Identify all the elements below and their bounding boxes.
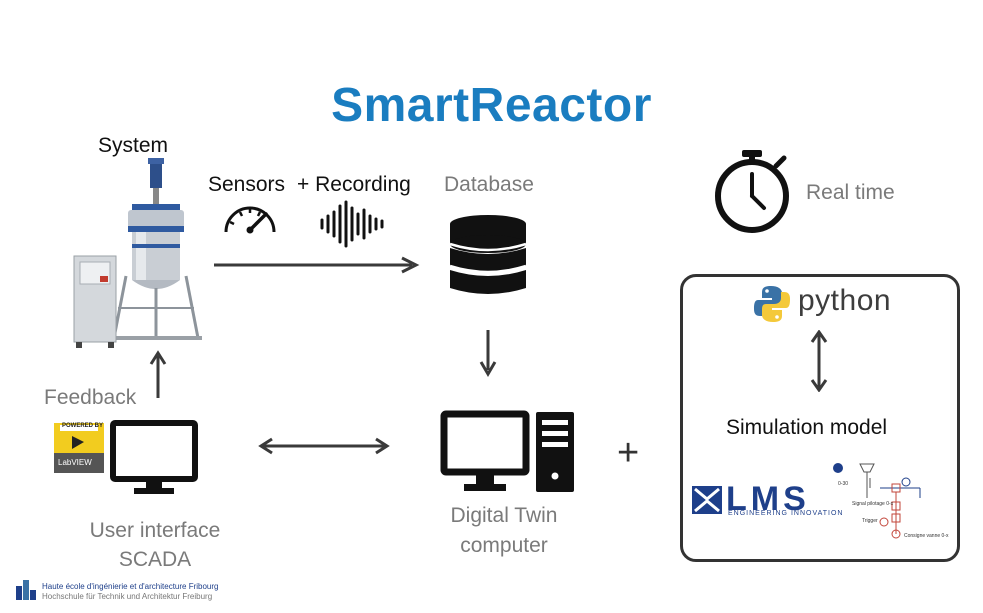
scada-label: SCADA xyxy=(118,548,192,571)
arrow-system-to-database xyxy=(214,256,420,274)
feedback-label: Feedback xyxy=(44,386,137,409)
speedometer-icon xyxy=(224,206,276,234)
school-name-de: Hochschule für Technik und Architektur F… xyxy=(42,592,213,601)
real-time-label: Real time xyxy=(806,181,895,204)
desktop-computer-icon xyxy=(440,410,574,492)
lms-logo-icon xyxy=(692,486,722,514)
stopwatch-icon xyxy=(715,150,789,233)
system-label: System xyxy=(98,134,169,157)
schematic-label-c: Trigger xyxy=(862,518,878,524)
recording-label: + Recording xyxy=(297,173,411,196)
labview-powered-by: POWERED BY xyxy=(62,423,104,429)
reactor-image xyxy=(73,158,202,348)
page-title: SmartReactor xyxy=(331,79,652,132)
school-name-fr: Haute école d'ingénierie et d'architectu… xyxy=(42,582,219,591)
simulation-model-label: Simulation model xyxy=(726,416,888,439)
schematic-diagram xyxy=(833,463,921,539)
computer-label: computer xyxy=(460,534,548,557)
arrow-database-to-digital-twin xyxy=(479,330,497,377)
user-interface-label: User interface xyxy=(89,519,221,542)
labview-badge-icon xyxy=(54,423,104,473)
soundwave-icon xyxy=(320,200,384,248)
python-wordmark: python xyxy=(798,284,892,317)
python-logo-icon xyxy=(754,286,790,322)
arrow-ui-digital-twin xyxy=(258,437,390,455)
database-label: Database xyxy=(444,173,534,196)
plus-sign: + xyxy=(617,432,640,474)
arrow-feedback-up xyxy=(149,350,167,398)
schematic-label-a: 0-30 xyxy=(838,481,849,487)
sensors-label: Sensors xyxy=(208,173,286,196)
school-logo-icon xyxy=(16,580,36,600)
schematic-label-d: Consigne vanne 0-x xyxy=(904,533,949,539)
simulation-panel xyxy=(680,274,960,562)
database-icon xyxy=(449,215,527,294)
schematic-label-b: Signal pilotage 0-x xyxy=(852,501,894,507)
digital-twin-label: Digital Twin xyxy=(450,504,558,527)
arrow-python-simulation xyxy=(810,330,828,392)
monitor-icon xyxy=(110,420,198,494)
labview-wordmark: LabVIEW xyxy=(58,458,92,467)
lms-wordmark: LMS xyxy=(726,480,810,518)
lms-subtitle: ENGINEERING INNOVATION xyxy=(728,510,844,517)
